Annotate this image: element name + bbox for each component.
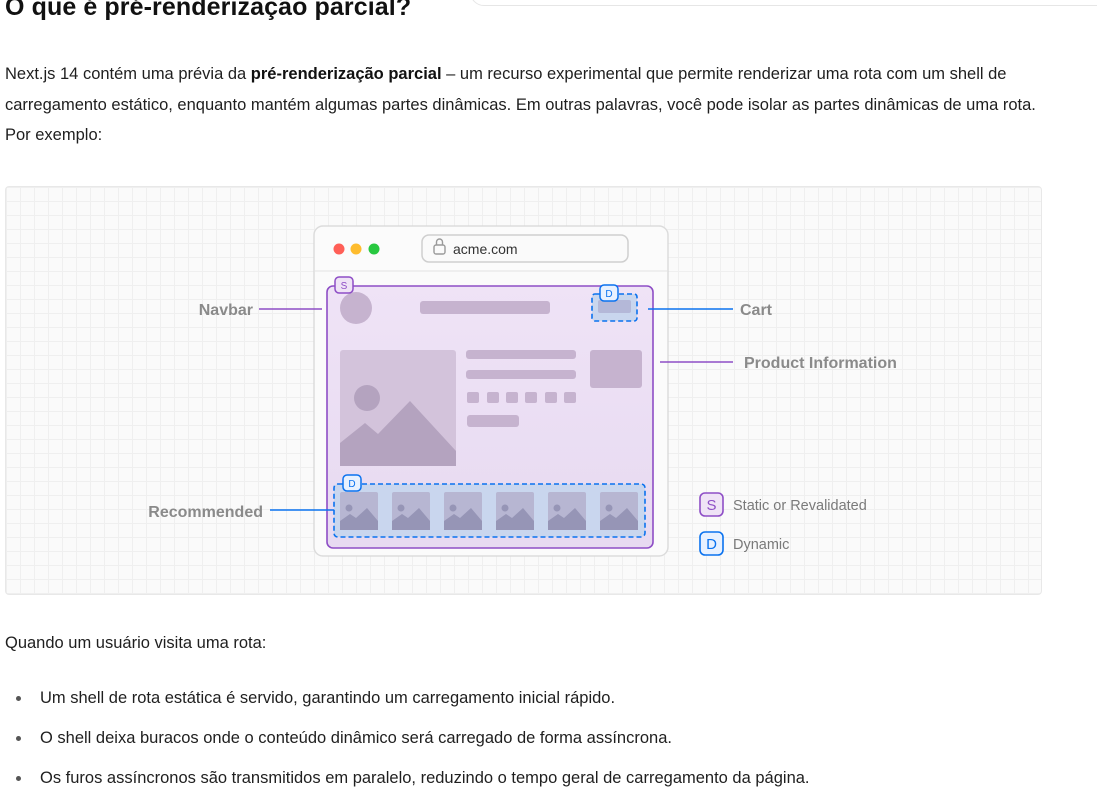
static-shell [326,285,654,549]
dynamic-cart: D [591,284,638,322]
lock-icon [433,238,446,255]
recommended-dynamic-badge: D [348,479,355,490]
navbar-label: Navbar [199,302,253,319]
legend-static-label: Static or Revalidated [733,498,867,514]
bullet-icon [16,736,21,741]
rating-placeholder [545,392,557,403]
static-badge-letter: S [341,281,348,292]
rating-placeholder [525,392,537,403]
traffic-light-green [368,243,380,255]
legend-dynamic-swatch [699,531,724,556]
text-line-placeholder [466,370,576,379]
text-line-placeholder [466,350,576,359]
price-placeholder [467,415,519,427]
address-bar [421,234,629,263]
recommended-thumbnail [600,492,638,530]
avatar-placeholder [340,292,372,324]
traffic-light-yellow [350,243,362,255]
address-url: acme.com [453,241,518,257]
image-mountain-icon [340,401,456,466]
intro-text-start: Next.js 14 contém uma prévia da [5,65,251,83]
cart-dynamic-badge: D [605,289,612,300]
ppr-diagram: acme.com S [5,186,1042,595]
static-badge: S [334,276,354,294]
list-item-text: O shell deixa buracos onde o conteúdo di… [40,729,672,747]
legend: S Static or Revalidated D Dynamic [699,492,867,556]
after-figure-text: Quando um usuário visita uma rota: [5,634,267,652]
recommended-thumbnail [392,492,430,530]
intro-paragraph: Next.js 14 contém uma prévia da pré-rend… [5,59,1065,151]
rating-placeholder [564,392,576,403]
legend-dynamic-label: Dynamic [733,537,789,553]
legend-static-letter: S [706,497,716,514]
recommended-thumbnail [340,492,378,530]
bullet-icon [16,696,21,701]
list-item: O shell deixa buracos onde o conteúdo di… [0,726,810,766]
image-sun-icon [354,385,380,411]
rating-placeholder [506,392,518,403]
recommended-thumbnail [496,492,534,530]
list-item: Um shell de rota estática é servido, gar… [0,686,810,726]
cart-label: Cart [740,302,773,319]
recommended-label: Recommended [148,504,263,521]
intro-bold-term: pré-renderização parcial [250,65,442,83]
recommended-thumbnail [444,492,482,530]
search-bar-edge [470,0,1097,6]
legend-dynamic-letter: D [706,536,717,553]
list-item-text: Um shell de rota estática é servido, gar… [40,689,616,707]
diagram-canvas: acme.com S [148,225,897,557]
rating-placeholder [467,392,479,403]
page-heading: O que é pré-renderização parcial? [5,0,412,21]
bullet-icon [16,776,21,781]
product-information-label: Product Information [744,355,897,372]
dynamic-recommended: D [333,474,646,538]
recommended-thumbnail [548,492,586,530]
list-item-text: Os furos assíncronos são transmitidos em… [40,769,810,787]
legend-static-swatch [699,492,724,517]
buy-box-placeholder [590,350,642,388]
intro-text-end: – um recurso experimental que permite re… [5,65,1036,144]
traffic-light-red [333,243,345,255]
rating-placeholder [487,392,499,403]
nav-bar-placeholder [420,301,550,314]
cart-placeholder [598,300,631,313]
steps-list: Um shell de rota estática é servido, gar… [0,686,810,806]
list-item: Os furos assíncronos são transmitidos em… [0,766,810,806]
